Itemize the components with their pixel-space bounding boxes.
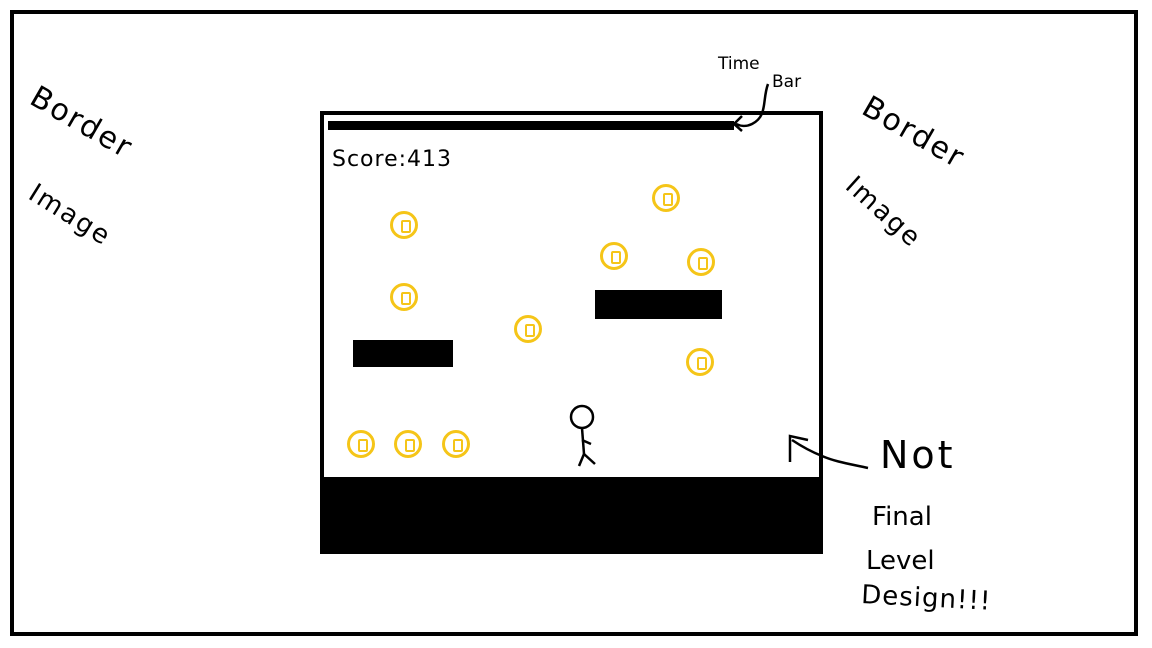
platform-right xyxy=(595,290,722,319)
coin xyxy=(686,348,714,376)
time-bar xyxy=(328,121,734,130)
coin xyxy=(390,211,418,239)
coin xyxy=(600,242,628,270)
platform-left xyxy=(353,340,453,367)
note-design: Design!!! xyxy=(860,580,992,617)
timebar-annotation-bar: Bar xyxy=(772,72,802,92)
note-final: Final xyxy=(872,502,932,532)
coin xyxy=(394,430,422,458)
note-not: Not xyxy=(880,433,956,477)
note-level: Level xyxy=(866,546,935,576)
ground xyxy=(324,477,819,550)
score-label: Score:413 xyxy=(332,147,453,172)
timebar-annotation-time: Time xyxy=(718,54,760,74)
coin xyxy=(390,283,418,311)
coin xyxy=(687,248,715,276)
player-stick-figure xyxy=(569,404,596,467)
coin xyxy=(652,184,680,212)
coin xyxy=(514,315,542,343)
game-window[interactable]: Score:413 xyxy=(320,111,823,554)
coin xyxy=(347,430,375,458)
coin xyxy=(442,430,470,458)
